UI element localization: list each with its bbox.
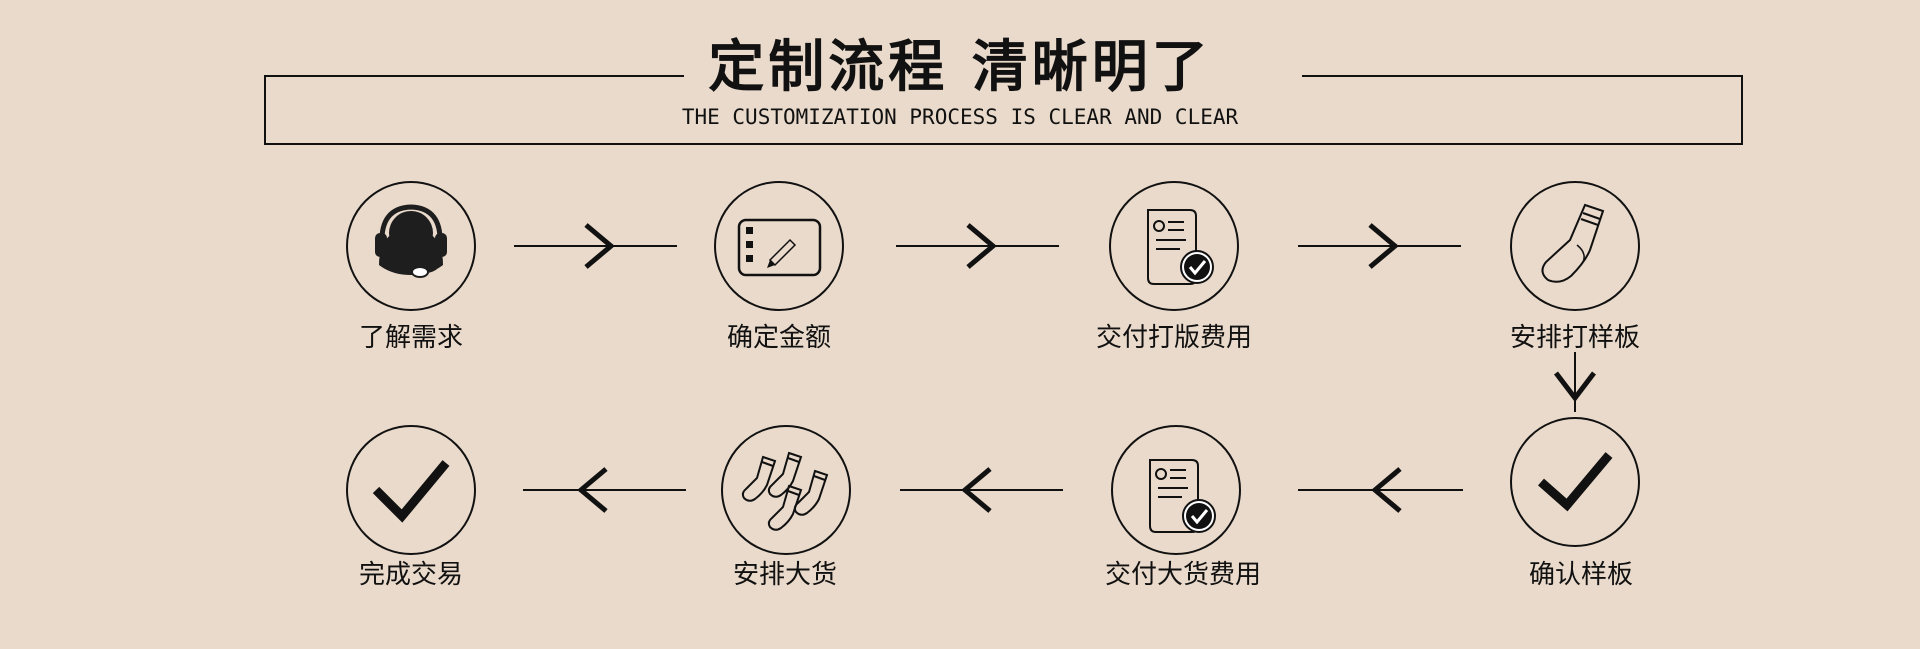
- arrow-left-2: [900, 467, 1063, 513]
- step-label-5: 确认样板: [1528, 560, 1633, 590]
- step-circle-5: [1510, 417, 1640, 547]
- step-circle-8: [346, 425, 476, 555]
- arrow-left-1: [1298, 467, 1463, 513]
- step-circle-3: [1109, 181, 1239, 311]
- sock-icon: [1541, 203, 1605, 283]
- customer-service-icon: [375, 204, 447, 278]
- document-check-icon-bulk: [1149, 459, 1216, 533]
- step-circle-1: [346, 181, 476, 311]
- page-subtitle: THE CUSTOMIZATION PROCESS IS CLEAR AND C…: [681, 105, 1239, 129]
- step-circle-6: [1111, 425, 1241, 555]
- checkmark-icon-complete: [372, 460, 450, 523]
- step-circle-2: [714, 181, 844, 311]
- arrow-left-3: [523, 467, 686, 513]
- step-circle-7: [721, 425, 851, 555]
- tablet-pen-icon: [737, 218, 822, 277]
- step-label-1: 了解需求: [358, 323, 463, 353]
- step-label-7: 安排大货: [732, 560, 837, 590]
- step-label-8: 完成交易: [358, 560, 463, 590]
- document-check-icon: [1147, 209, 1214, 285]
- checkmark-icon-confirm: [1538, 452, 1613, 512]
- arrow-right-1: [514, 223, 677, 269]
- socks-bulk-icon: [741, 451, 829, 531]
- step-label-3: 交付打版费用: [1095, 323, 1252, 353]
- step-label-6: 交付大货费用: [1104, 560, 1261, 590]
- step-circle-4: [1510, 181, 1640, 311]
- step-label-4: 安排打样板: [1509, 323, 1640, 353]
- arrow-down: [1554, 352, 1596, 412]
- header-frame: [264, 75, 1743, 145]
- step-label-2: 确定金额: [726, 323, 831, 353]
- arrow-right-2: [896, 223, 1059, 269]
- arrow-right-3: [1298, 223, 1461, 269]
- page-title: 定制流程 清晰明了: [708, 35, 1212, 100]
